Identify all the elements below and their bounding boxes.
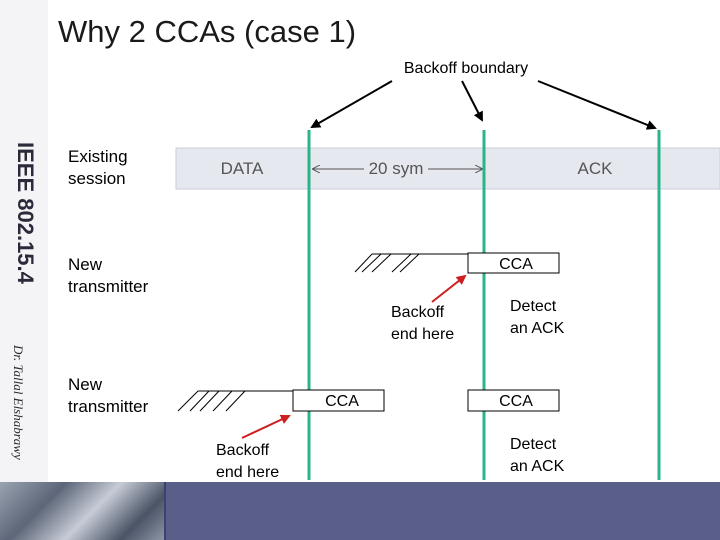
backoff-end-label-2: Backoff end here <box>216 442 280 481</box>
gap-label: 20 sym <box>369 159 424 178</box>
cca-box-2 <box>292 389 385 412</box>
row-label-new-transmitter-2: New transmitter <box>68 375 149 416</box>
backoff-arrow-2 <box>241 414 291 439</box>
detect-ack-label-2: Detect an ACK <box>510 436 565 475</box>
footer-divider <box>164 482 166 540</box>
detect-ack-label-1: Detect an ACK <box>510 298 565 337</box>
cca-box-1 <box>467 252 560 274</box>
backoff-slots-1 <box>354 253 468 273</box>
boundary-arrow-3 <box>537 80 657 130</box>
backoff-arrow-1 <box>431 274 467 303</box>
boundary-arrow-2 <box>461 80 483 122</box>
slide-title: Why 2 CCAs (case 1) <box>58 14 357 49</box>
cca-label-3: CCA <box>499 393 533 410</box>
row-label-existing-session: Existing session <box>68 147 128 188</box>
data-label: DATA <box>221 159 264 178</box>
boundary-arrow-1 <box>310 80 393 128</box>
row-label-new-transmitter-1: New transmitter <box>68 255 149 296</box>
sidebar-panel <box>0 0 48 482</box>
cca-box-3 <box>467 389 560 412</box>
ack-label: ACK <box>578 159 614 178</box>
footer-image <box>0 482 164 540</box>
boundary-label: Backoff boundary <box>404 60 528 77</box>
cca-label-2: CCA <box>325 393 359 410</box>
cca-label-1: CCA <box>499 256 533 273</box>
backoff-slots-2 <box>177 390 293 412</box>
backoff-end-label-1: Backoff end here <box>391 304 455 343</box>
